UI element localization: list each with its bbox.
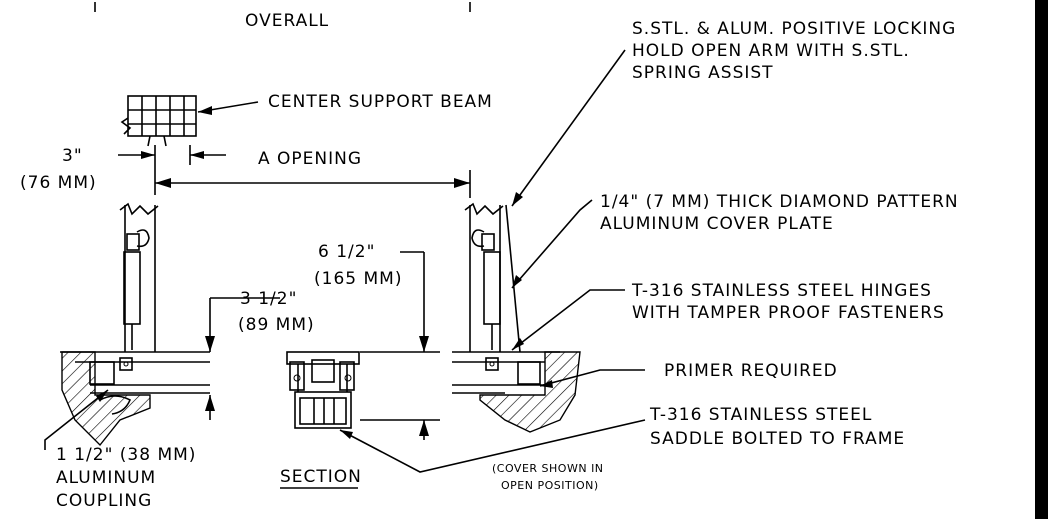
label-cover-open-2: OPEN POSITION) xyxy=(501,479,599,492)
label-dim-6-5in: 6 1/2" xyxy=(318,242,375,262)
label-cover-plate-1: 1/4" (7 MM) THICK DIAMOND PATTERN xyxy=(600,192,959,212)
right-frame xyxy=(452,351,581,433)
label-section: SECTION xyxy=(280,467,362,487)
label-hold-open-arm-3: SPRING ASSIST xyxy=(632,63,774,83)
label-cover-open-1: (COVER SHOWN IN xyxy=(492,462,604,475)
label-dim-3in: 3" xyxy=(62,146,83,166)
label-dim-76mm: (76 MM) xyxy=(20,173,97,193)
label-a-opening: A OPENING xyxy=(258,149,362,169)
title-border xyxy=(1035,0,1048,519)
label-overall: OVERALL xyxy=(245,11,329,31)
dim-6-5in xyxy=(360,251,440,440)
label-coupling-1: 1 1/2" (38 MM) xyxy=(56,445,196,465)
label-dim-89mm: (89 MM) xyxy=(238,315,315,335)
center-support-beam xyxy=(120,95,197,147)
left-frame xyxy=(60,351,210,447)
label-coupling-2: ALUMINUM xyxy=(56,468,156,488)
dim-a-opening xyxy=(155,170,471,198)
label-hold-open-arm-2: HOLD OPEN ARM WITH S.STL. xyxy=(632,41,910,61)
leader-lines xyxy=(339,49,646,473)
dim-3-5in xyxy=(205,297,280,420)
overall-dimension xyxy=(94,2,471,12)
label-saddle-1: T-316 STAINLESS STEEL xyxy=(649,405,872,425)
label-hold-open-arm-1: S.STL. & ALUM. POSITIVE LOCKING xyxy=(632,19,956,39)
label-center-support-beam: CENTER SUPPORT BEAM xyxy=(268,92,493,112)
label-dim-165mm: (165 MM) xyxy=(314,269,402,289)
leader-coupling xyxy=(44,389,109,450)
label-hinges-2: WITH TAMPER PROOF FASTENERS xyxy=(632,303,945,323)
label-cover-plate-2: ALUMINUM COVER PLATE xyxy=(600,214,834,234)
label-hinges-1: T-316 STAINLESS STEEL HINGES xyxy=(631,281,932,301)
label-saddle-2: SADDLE BOLTED TO FRAME xyxy=(650,429,905,449)
label-dim-3-5in: 3 1/2" xyxy=(240,289,297,309)
center-section-frame xyxy=(286,351,360,429)
dim-3in xyxy=(118,145,226,195)
label-primer: PRIMER REQUIRED xyxy=(664,361,838,381)
label-coupling-3: COUPLING xyxy=(56,491,152,511)
right-cover-assembly xyxy=(464,202,521,353)
left-cover-assembly xyxy=(119,202,159,352)
